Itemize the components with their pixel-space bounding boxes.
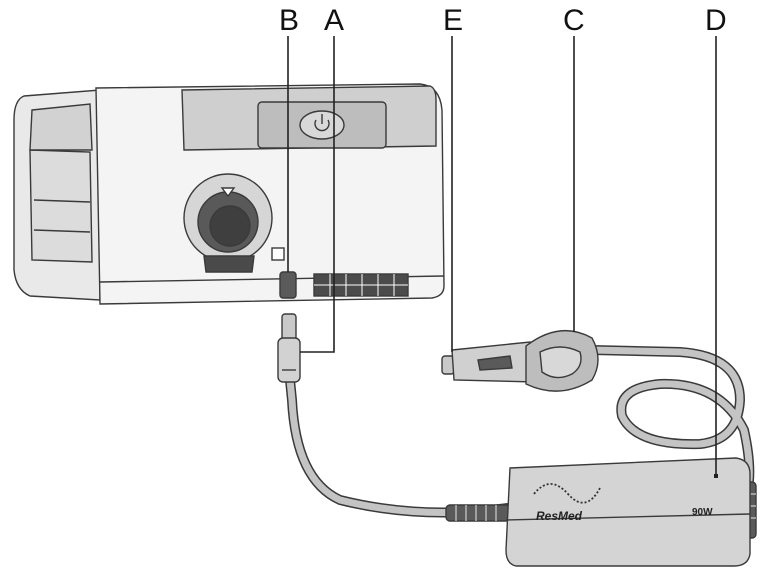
vent-grille <box>314 274 408 296</box>
dc-plug[interactable] <box>278 314 300 382</box>
callout-letter-a: A <box>324 4 344 37</box>
cpap-device <box>14 84 444 304</box>
dc-strain-relief <box>446 505 510 521</box>
callout-letter-d: D <box>705 4 727 37</box>
power-adapter: ResMed 90W <box>506 458 750 566</box>
callout-labels: B A E C D <box>279 4 727 37</box>
in-line-fuse-housing[interactable] <box>526 331 598 391</box>
callout-letter-e: E <box>443 4 463 37</box>
power-button-icon[interactable] <box>300 111 344 139</box>
callout-letter-c: C <box>563 4 585 37</box>
callout-letter-b: B <box>279 4 299 37</box>
humidifier-lid <box>30 104 92 150</box>
power-socket[interactable] <box>280 272 296 298</box>
adapter-brand: ResMed <box>536 509 583 523</box>
power-indicator-led <box>714 474 718 478</box>
adapter-rating: 90W <box>692 507 713 518</box>
humidifier-window <box>30 150 92 262</box>
cigarette-lighter-plug[interactable] <box>442 342 536 382</box>
power-socket-icon <box>272 248 284 260</box>
